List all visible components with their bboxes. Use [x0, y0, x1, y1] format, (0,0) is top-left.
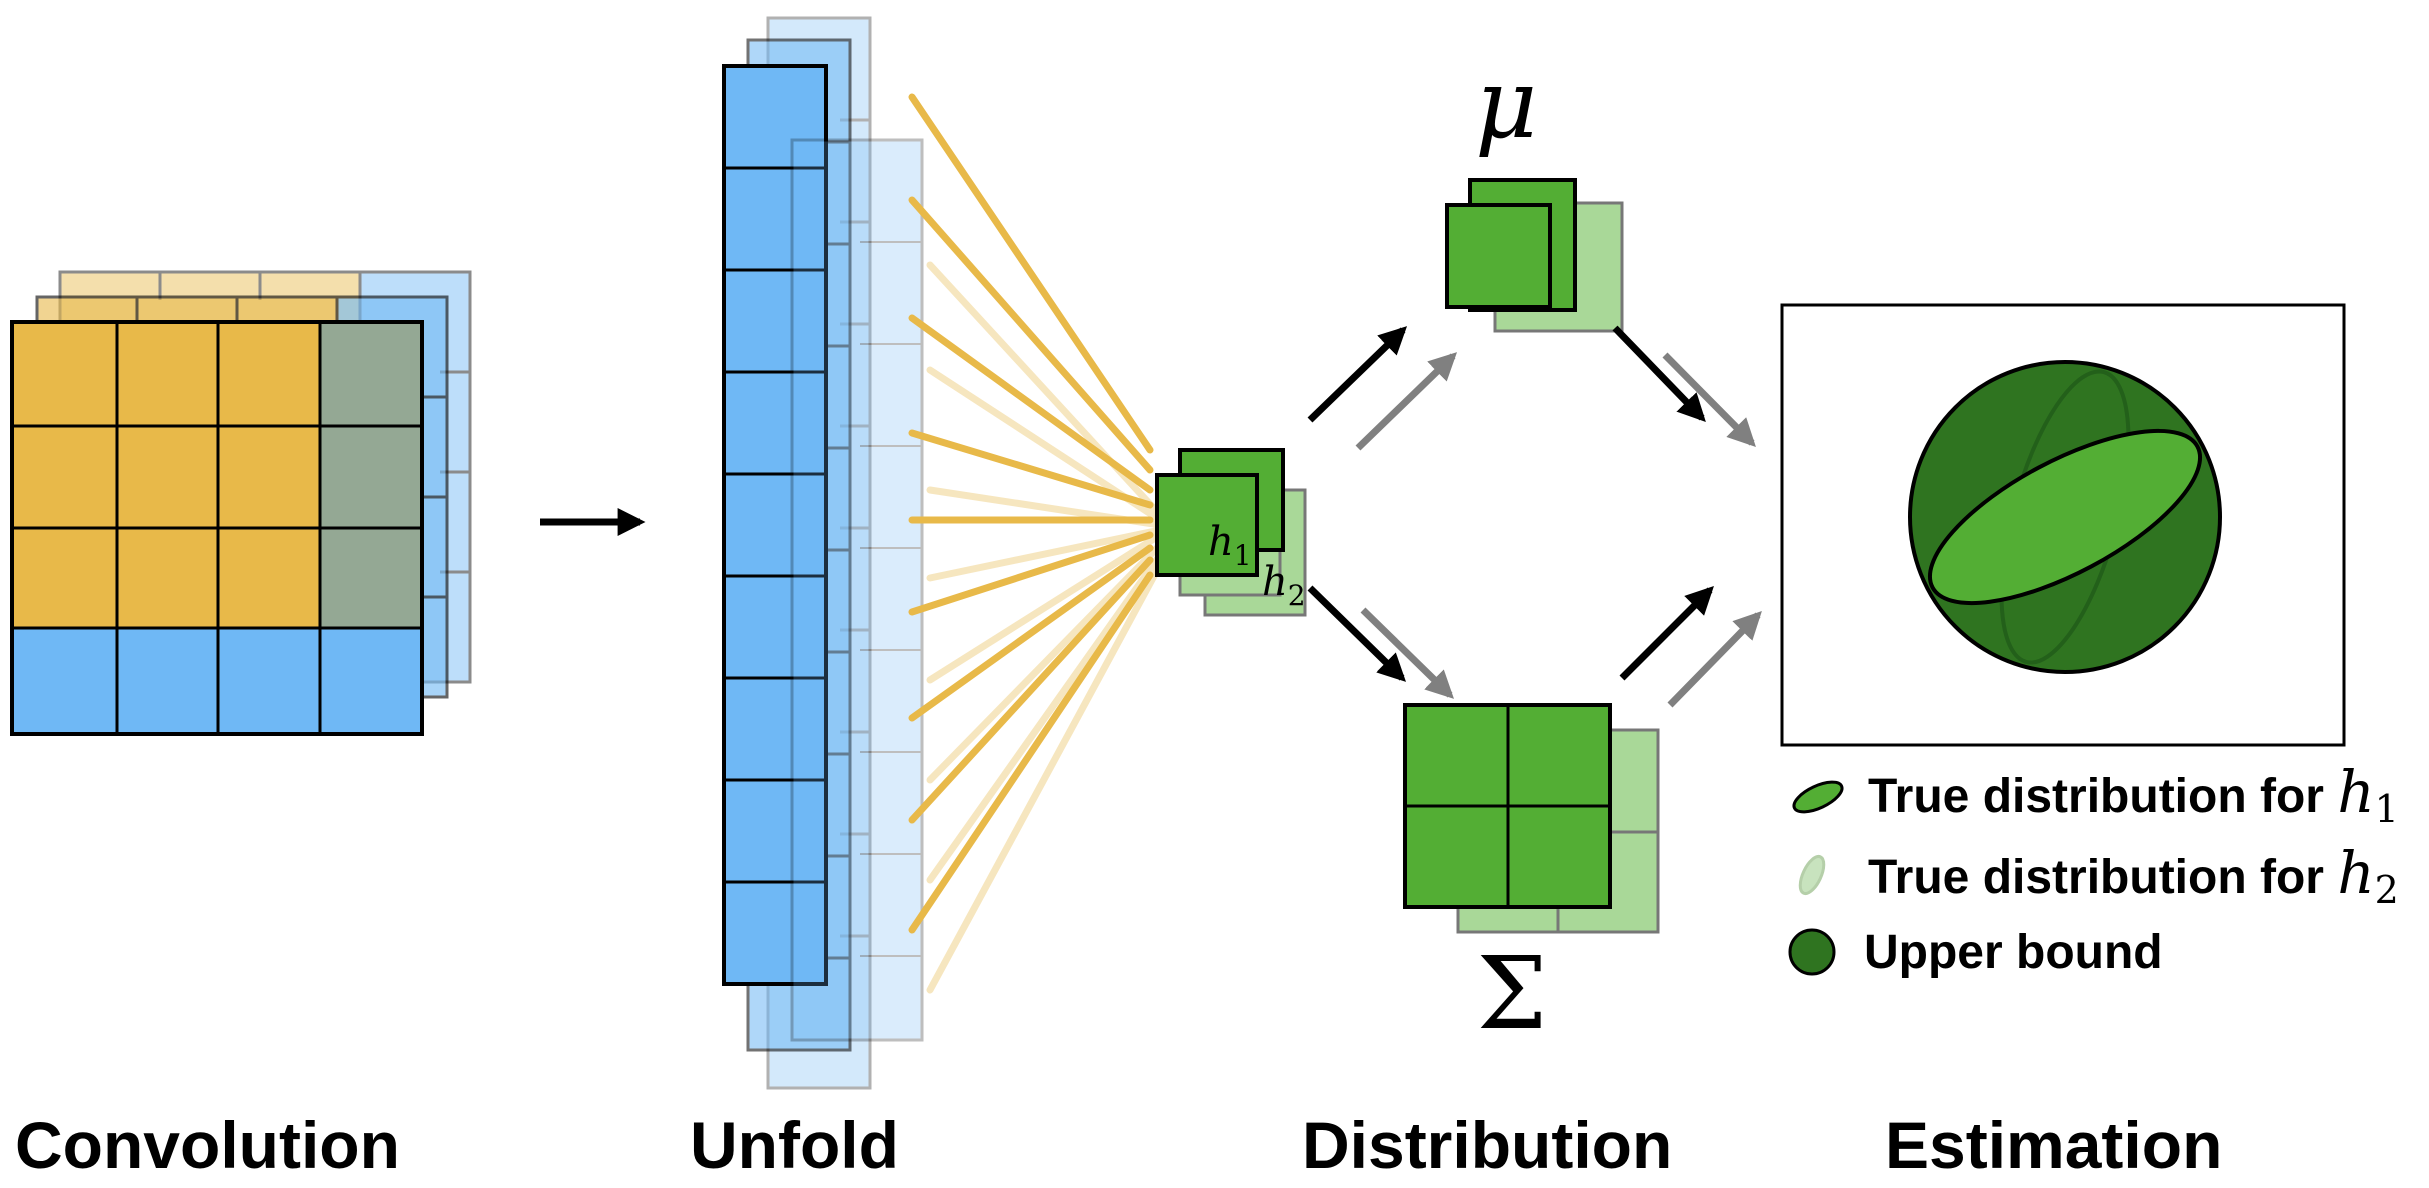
legend-item-h2: True distribution for h2 — [1798, 839, 2399, 912]
legend: True distribution for h1 True distributi… — [1788, 758, 2399, 979]
mu-square-front — [1445, 203, 1552, 309]
unfold-column-overlay — [790, 138, 924, 1042]
legend-h1-marker — [1792, 780, 1844, 814]
stage-label-convolution: Convolution — [15, 1108, 400, 1182]
legend-upper-label: Upper bound — [1864, 926, 2163, 979]
conv-layer-front — [10, 320, 424, 736]
estimation-box — [1780, 303, 2346, 747]
arrow-sigma-to-est-gray — [1667, 610, 1762, 708]
legend-item-h1: True distribution for h1 — [1792, 758, 2399, 831]
legend-h2-label: True distribution for h2 — [1868, 839, 2399, 912]
stage-label-unfold: Unfold — [690, 1108, 899, 1182]
h1-square — [1155, 473, 1259, 577]
fan-lines-strong — [908, 93, 1154, 934]
sigma-symbol: Σ — [1477, 935, 1548, 1052]
legend-h1-label: True distribution for h1 — [1868, 758, 2399, 831]
arrow-h-to-sigma-black — [1307, 585, 1407, 682]
arrow-mu-to-est-black — [1612, 325, 1706, 423]
arrow-h-to-sigma-gray — [1360, 607, 1455, 699]
legend-upper-marker — [1788, 928, 1836, 976]
fan-lines-faint — [926, 261, 1164, 994]
arrow-sigma-to-est-black — [1619, 586, 1714, 681]
unfold-columns — [722, 16, 924, 1090]
convolution-stack — [10, 270, 472, 736]
stage-label-estimation: Estimation — [1885, 1108, 2222, 1182]
sigma-stack: Σ — [1403, 703, 1660, 1052]
h1-distribution-ellipse — [1927, 428, 2203, 606]
mu-symbol: μ — [1475, 48, 1537, 160]
mu-stack: μ — [1445, 48, 1624, 333]
legend-item-upper-bound: Upper bound — [1788, 926, 2163, 979]
arrow-mu-to-est-gray — [1662, 352, 1756, 447]
stage-label-distribution: Distribution — [1302, 1108, 1672, 1182]
hidden-feature-stack: h1 h2 — [1155, 448, 1307, 617]
arrow-h-to-mu-gray — [1355, 352, 1458, 451]
legend-h2-marker — [1798, 854, 1826, 896]
unfold-column-front — [722, 64, 828, 986]
h2-label: h2 — [1262, 559, 1306, 612]
arrow-h-to-mu-black — [1307, 326, 1408, 423]
h1-label: h1 — [1208, 519, 1252, 572]
fan-lines — [908, 93, 1164, 994]
